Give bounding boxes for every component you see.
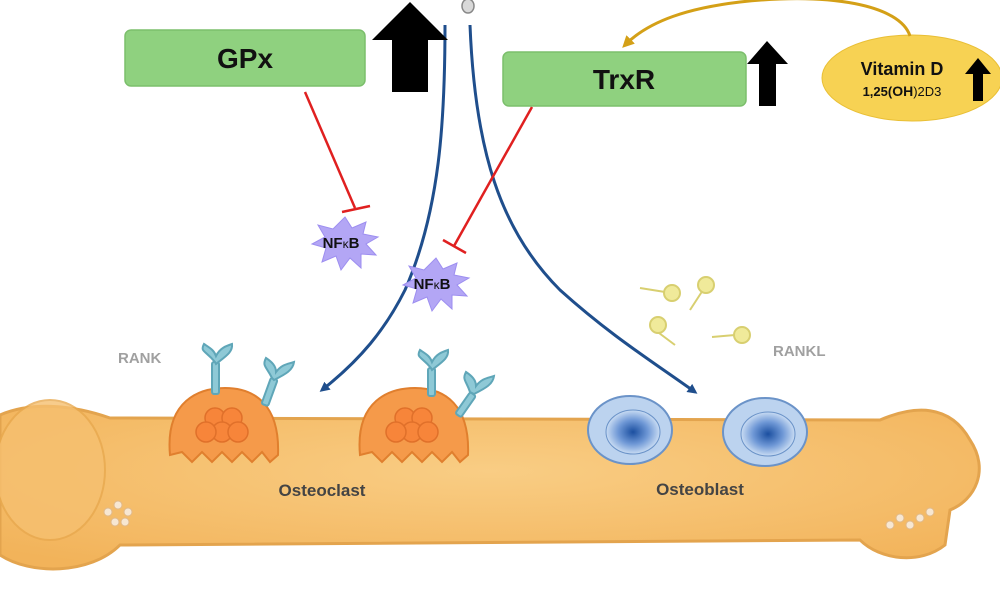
nfkb-node-right: NFκB	[401, 257, 471, 313]
trxr-increase-arrow-icon	[747, 41, 788, 106]
vitamin-d-form-oh: OH	[892, 83, 913, 99]
osteoblast-cell-1	[587, 395, 673, 465]
pathway-arrow-to-osteoblast	[468, 24, 698, 394]
rank-label: RANK	[118, 350, 161, 367]
vitamin-d-stimulates-trxr-arrow	[622, 0, 912, 48]
svg-text:NFκB: NFκB	[414, 276, 451, 293]
gpx-inhibits-nfkb	[303, 91, 371, 214]
vitamin-d-form-suffix: )2D3	[913, 84, 941, 99]
vitamin-d-node: Vitamin D 1,25(OH)2D3	[821, 34, 1000, 122]
rank-receptor-1	[201, 342, 234, 395]
nfkb-right-kappa: κ	[434, 278, 441, 292]
bone-shape	[0, 404, 981, 571]
rank-receptor-3	[417, 348, 450, 397]
rank-receptor-4	[455, 370, 496, 418]
nfkb-node-left: NFκB	[310, 216, 380, 272]
rankl-label: RANKL	[773, 343, 826, 360]
vitamin-d-label: Vitamin D	[861, 59, 944, 79]
osteoclast-cell-1	[168, 386, 280, 464]
trxr-inhibits-nfkb	[442, 106, 534, 255]
gpx-label: GPx	[217, 43, 273, 74]
bone-pores-right	[885, 507, 935, 530]
gpx-increase-arrow-icon	[372, 2, 448, 92]
bone-epiphysis-left	[0, 399, 106, 541]
osteoblast-label: Osteoblast	[656, 480, 744, 499]
rankl-ligands	[639, 276, 751, 346]
trxr-node: TrxR	[502, 51, 747, 107]
nfkb-left-kappa: κ	[343, 237, 350, 251]
svg-text:NFκB: NFκB	[323, 235, 360, 252]
selenium-source	[461, 0, 475, 14]
nfkb-left-end: B	[349, 235, 360, 252]
vitamin-d-increase-arrow-icon	[965, 58, 991, 101]
rank-receptor-2	[261, 356, 296, 407]
vitamin-d-form: 1,25(OH)2D3	[863, 83, 942, 99]
vitamin-d-form-prefix: 1,25(	[863, 84, 893, 99]
nfkb-right-base: NF	[414, 276, 434, 293]
osteoclast-label: Osteoclast	[279, 481, 366, 500]
nfkb-right-end: B	[440, 276, 451, 293]
osteoblast-cell-2	[722, 397, 808, 467]
bone-pores-left	[103, 500, 133, 527]
trxr-label: TrxR	[593, 64, 655, 95]
osteoclast-cell-2	[358, 386, 470, 464]
gpx-node: GPx	[124, 29, 366, 87]
nfkb-left-base: NF	[323, 235, 343, 252]
